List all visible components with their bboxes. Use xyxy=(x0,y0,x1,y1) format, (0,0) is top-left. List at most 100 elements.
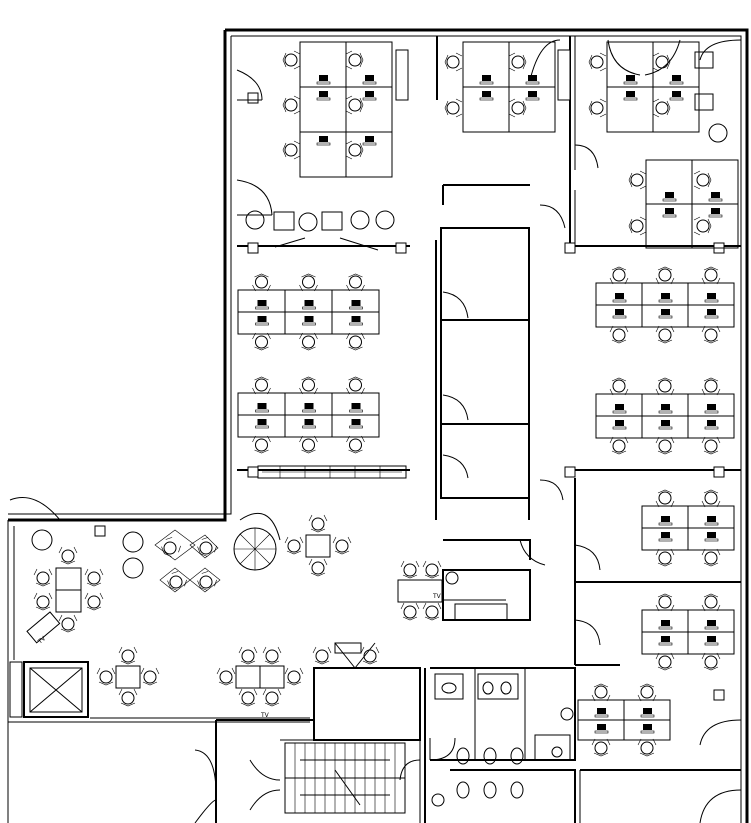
monitor xyxy=(528,91,537,97)
monitor xyxy=(615,309,624,315)
office-chair xyxy=(591,738,611,757)
office-chair xyxy=(628,170,647,190)
desk xyxy=(331,414,380,438)
monitor xyxy=(304,419,314,425)
office-chair xyxy=(345,50,364,70)
monitor xyxy=(672,91,681,97)
office-chair xyxy=(591,683,611,702)
office-chair xyxy=(238,688,258,707)
monitor xyxy=(707,532,716,538)
office-chair xyxy=(284,667,304,686)
chairs xyxy=(33,50,721,757)
desk xyxy=(687,527,735,551)
exterior-walls xyxy=(7,28,749,823)
desk xyxy=(687,631,735,655)
monitor xyxy=(351,403,361,409)
monitor xyxy=(626,91,635,97)
monitor xyxy=(351,419,361,425)
office-chair xyxy=(609,325,629,344)
round-stool xyxy=(445,571,459,585)
monitor xyxy=(304,316,314,322)
plants xyxy=(31,51,728,579)
office-chair xyxy=(655,325,675,344)
monitor xyxy=(257,419,267,425)
office-chair xyxy=(299,376,318,395)
monitor xyxy=(304,300,314,306)
office-chair xyxy=(197,537,217,557)
monitor xyxy=(257,403,267,409)
office-chair xyxy=(655,436,675,455)
office-chair xyxy=(216,667,236,686)
office-chair xyxy=(701,377,721,396)
monitor xyxy=(643,724,652,730)
office-chair xyxy=(655,593,675,612)
office-chair xyxy=(701,489,721,508)
office-chair xyxy=(167,571,187,591)
office-chair xyxy=(609,266,629,285)
office-chair xyxy=(628,216,647,236)
office-chair xyxy=(400,560,420,579)
office-chair xyxy=(701,548,721,567)
monitor xyxy=(351,316,361,322)
interior-walls xyxy=(8,36,741,823)
office-chair xyxy=(588,52,607,72)
office-chair xyxy=(299,273,318,292)
office-chair xyxy=(444,52,463,72)
tv-label-bottom: TV xyxy=(260,712,270,719)
office-chair xyxy=(262,646,282,665)
office-chair xyxy=(701,593,721,612)
office-chair xyxy=(637,683,657,702)
office-chair xyxy=(422,602,442,621)
office-chair xyxy=(118,646,138,665)
monitor xyxy=(319,75,328,81)
monitor xyxy=(665,208,674,214)
office-chair xyxy=(238,646,258,665)
office-chair xyxy=(308,514,328,533)
office-chair xyxy=(655,266,675,285)
monitor xyxy=(707,636,716,642)
office-chair xyxy=(252,332,271,351)
office-chair xyxy=(140,667,160,686)
monitor xyxy=(615,404,624,410)
desk xyxy=(687,304,735,328)
monitor xyxy=(597,724,606,730)
tv-label-corridor: TV xyxy=(36,635,48,647)
office-chair xyxy=(284,536,304,555)
office-chair xyxy=(262,688,282,707)
office-chair xyxy=(655,548,675,567)
office-chair xyxy=(312,646,332,665)
office-chair xyxy=(588,98,607,118)
monitor xyxy=(597,708,606,714)
office-chair xyxy=(655,377,675,396)
office-chair xyxy=(33,568,53,587)
desk xyxy=(623,719,671,741)
office-chair xyxy=(346,376,365,395)
office-chair xyxy=(652,98,671,118)
monitor xyxy=(365,91,374,97)
monitor xyxy=(711,208,720,214)
monitor xyxy=(365,75,374,81)
office-chair xyxy=(444,98,463,118)
monitor xyxy=(257,316,267,322)
monitor xyxy=(661,636,670,642)
monitor xyxy=(711,192,720,198)
office-chair xyxy=(252,273,271,292)
monitor xyxy=(257,300,267,306)
office-chair xyxy=(422,560,442,579)
office-chair xyxy=(332,536,352,555)
office-chair xyxy=(701,436,721,455)
monitor xyxy=(707,620,716,626)
office-chair xyxy=(655,652,675,671)
office-chair xyxy=(58,546,78,565)
monitor xyxy=(482,75,491,81)
office-chair xyxy=(299,435,318,454)
office-chair xyxy=(508,52,527,72)
office-chair xyxy=(655,489,675,508)
office-chair xyxy=(197,571,217,591)
office-chair xyxy=(360,646,380,665)
office-chair xyxy=(345,95,364,115)
office-chair xyxy=(299,332,318,351)
desk xyxy=(345,131,393,178)
monitor xyxy=(661,532,670,538)
office-chair xyxy=(345,140,364,160)
